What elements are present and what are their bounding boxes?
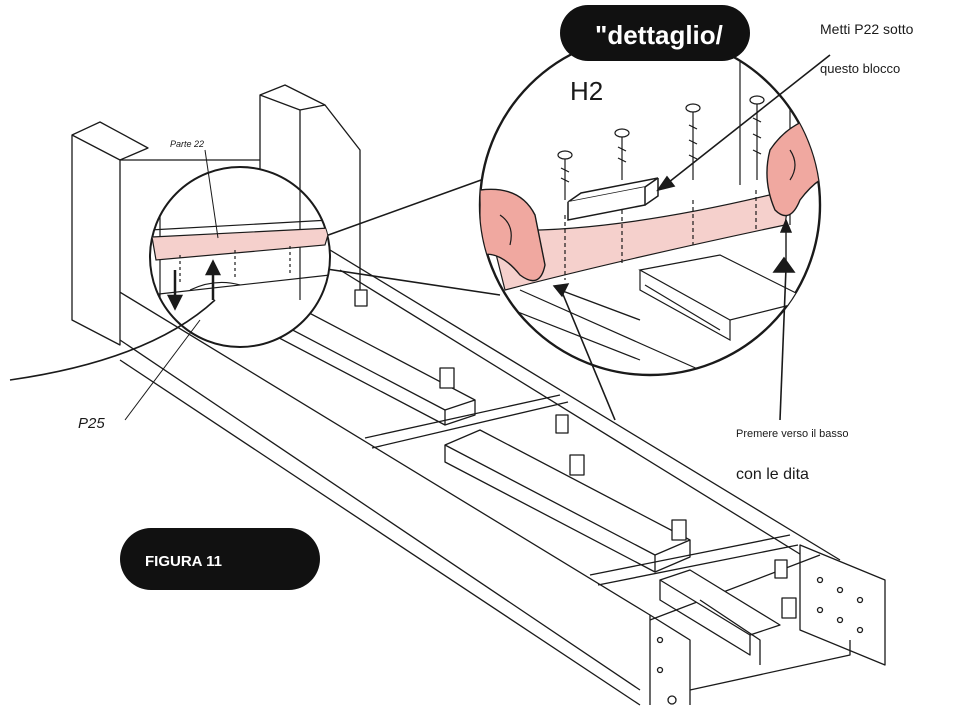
instruction-block-line1: Metti P22 sotto <box>820 21 914 37</box>
instruction-block-line2: questo blocco <box>820 61 900 76</box>
small-detail-circle: Parte 22 <box>149 139 331 348</box>
cable-line <box>9 299 216 381</box>
left-hand <box>480 188 546 282</box>
instruction-press-line2: con le dita <box>736 466 809 483</box>
p25-label: P25 <box>78 415 105 432</box>
part-22-label: Parte 22 <box>170 139 204 149</box>
press-arrows <box>166 259 222 311</box>
wood-block <box>567 177 659 221</box>
instruction-press-line1: Premere verso il basso <box>736 428 849 440</box>
large-detail-circle <box>478 33 822 377</box>
block-pointer-arrow <box>656 54 831 192</box>
detail-badge-text: "dettaglio/ <box>595 20 723 50</box>
p25-leader <box>124 319 201 421</box>
hardware-label: H2 <box>570 76 603 106</box>
screws <box>557 95 765 200</box>
figure-badge: FIGURA 11 <box>120 528 320 590</box>
part-22-board <box>151 227 330 261</box>
figure-badge-text: FIGURA 11 <box>145 553 222 570</box>
press-pointer-arrows <box>561 256 796 421</box>
magnifier-connectors <box>319 174 501 296</box>
detail-badge: "dettaglio/ <box>560 5 750 61</box>
